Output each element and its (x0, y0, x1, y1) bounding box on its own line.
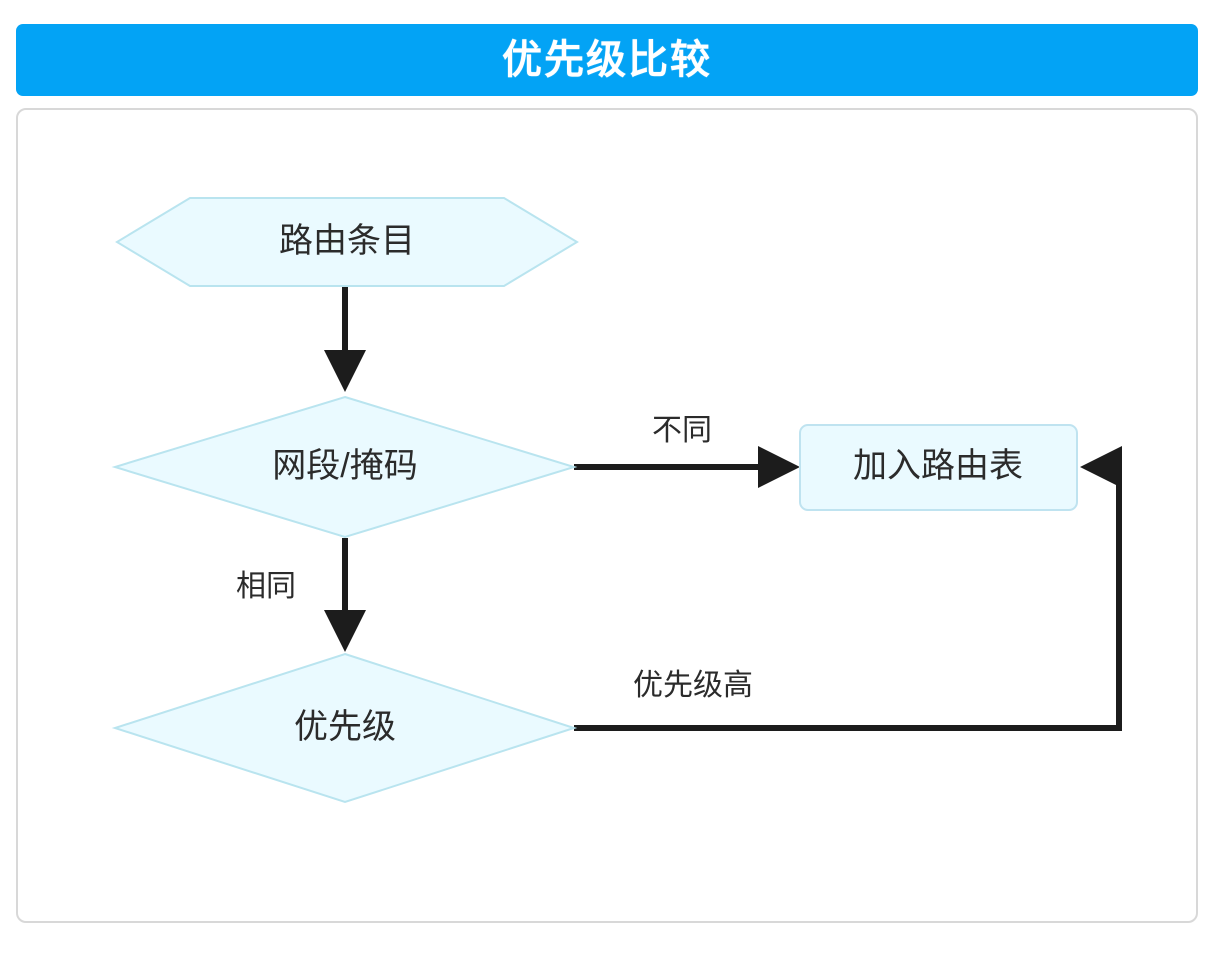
flowchart-svg: 不同 相同 优先级高 路由条目 网段/掩码 (111, 197, 1122, 804)
node-add-routing-table[interactable]: 加入路由表 (799, 424, 1078, 511)
edge-network-mask-to-add-routing-table: 不同 (574, 414, 800, 488)
node-route-entry[interactable]: 路由条目 (115, 197, 579, 287)
node-label-route-entry: 路由条目 (279, 222, 415, 260)
page-title-bar: 优先级比较 (16, 24, 1198, 96)
edge-priority-to-add-routing-table: 优先级高 (574, 446, 1122, 731)
edge-label-higher-priority: 优先级高 (633, 669, 753, 702)
node-label-priority: 优先级 (294, 708, 396, 746)
node-label-network-mask: 网段/掩码 (272, 447, 417, 485)
node-label-add-routing-table: 加入路由表 (853, 447, 1023, 485)
diagram-canvas: 不同 相同 优先级高 路由条目 网段/掩码 (16, 108, 1198, 923)
edge-network-mask-to-priority: 相同 (236, 538, 366, 652)
node-priority[interactable]: 优先级 (111, 652, 578, 804)
edge-label-different: 不同 (652, 414, 712, 447)
node-network-mask[interactable]: 网段/掩码 (111, 395, 578, 539)
edge-label-same: 相同 (236, 570, 296, 603)
page-title: 优先级比较 (502, 38, 712, 82)
